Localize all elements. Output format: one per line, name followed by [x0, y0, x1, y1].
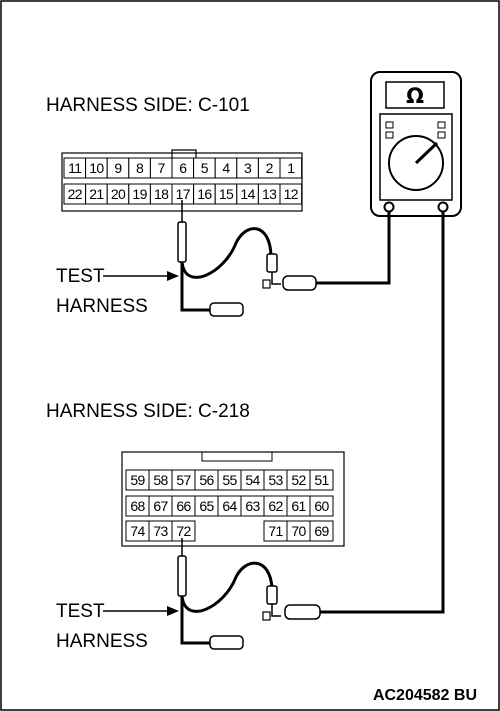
pin-number: 74	[130, 523, 145, 539]
pin-number: 8	[136, 160, 144, 176]
clip-tip-b	[262, 611, 271, 621]
ohmmeter: Ω	[370, 71, 462, 217]
pin-number: 16	[197, 186, 212, 202]
pin-number: 59	[130, 472, 145, 488]
pin-number: 73	[153, 523, 168, 539]
pin-number: 63	[245, 498, 260, 514]
pin-number: 72	[176, 523, 191, 539]
harness-loop-a	[180, 227, 273, 279]
clip-jaw-b	[271, 604, 281, 617]
pin-number: 55	[222, 472, 237, 488]
meter-button-icon	[385, 121, 394, 129]
pin-cell	[309, 520, 334, 542]
figure-code: AC204582 BU	[373, 687, 477, 704]
test-harness-label-b-line2: HARNESS	[56, 631, 148, 652]
pin-cell	[171, 520, 196, 542]
clip-jaw-a	[271, 272, 281, 285]
pin-number: 66	[176, 498, 191, 514]
meter-button-icon	[437, 121, 446, 129]
pin-number: 17	[176, 186, 191, 202]
meter-button-icon	[437, 131, 446, 139]
ohm-icon: Ω	[406, 84, 424, 108]
harness-lead-b	[180, 596, 210, 645]
meter-lead-b	[320, 212, 445, 614]
meter-button-icon	[385, 131, 394, 139]
meter-display	[385, 81, 445, 109]
connector-b: 59 58 57 56 55 54 53 52 51 68 67 66 65 64 63 62 61 60 74 73…	[121, 451, 345, 547]
connector-b-title: HARNESS SIDE: C-218	[46, 401, 250, 422]
harness-loop-b	[180, 561, 274, 613]
pin-number: 10	[89, 160, 104, 176]
pin-number: 51	[314, 472, 329, 488]
pin-number: 53	[268, 472, 283, 488]
callout-arrow-icon	[167, 606, 179, 616]
female-terminal-a	[209, 302, 244, 317]
test-harness-label-a-line2: HARNESS	[56, 296, 148, 317]
pin-number: 1	[287, 160, 295, 176]
test-harness-label-b-line1: TEST	[56, 601, 105, 622]
meter-terminal-com-icon	[383, 201, 395, 213]
pin-number: 12	[284, 186, 299, 202]
pin-number: 68	[130, 498, 145, 514]
probe-pin-body-b	[177, 555, 187, 597]
pin-number: 64	[222, 498, 237, 514]
pin-number: 65	[199, 498, 214, 514]
pin-number: 21	[89, 186, 104, 202]
pin-number: 52	[291, 472, 306, 488]
pin-number: 70	[291, 523, 306, 539]
pin-number: 20	[111, 186, 126, 202]
female-terminal-b	[209, 635, 244, 650]
pin-number: 19	[132, 186, 147, 202]
pin-number: 54	[245, 472, 260, 488]
pin-number: 5	[201, 160, 209, 176]
pin-cell	[309, 469, 334, 491]
clip-body-a	[266, 253, 278, 273]
pin-number: 4	[222, 160, 230, 176]
connector-a-latch	[171, 149, 197, 158]
probe-pin-body-a	[177, 221, 187, 263]
test-harness-label-a-line1: TEST	[56, 266, 105, 287]
pin-number: 22	[68, 186, 83, 202]
pin-number: 14	[240, 186, 255, 202]
pin-number: 11	[68, 160, 82, 176]
harness-lead-a	[180, 262, 210, 312]
pin-number: 57	[176, 472, 191, 488]
callout-arrow-icon	[167, 271, 179, 281]
pin-number: 13	[262, 186, 277, 202]
pin-number: 9	[114, 160, 122, 176]
pin-number: 56	[199, 472, 214, 488]
clip-body-b	[266, 585, 278, 605]
pin-number: 60	[314, 498, 329, 514]
pin-cell	[309, 495, 334, 517]
connector-b-latch	[201, 451, 273, 462]
pin-number: 2	[266, 160, 274, 176]
pin-cell	[279, 157, 303, 179]
pin-number: 67	[153, 498, 168, 514]
clip-tip-a	[262, 279, 271, 289]
dial-pointer	[414, 141, 439, 165]
pin-number: 58	[153, 472, 168, 488]
pin-number: 7	[158, 160, 166, 176]
pin-cell	[279, 183, 303, 205]
meter-lead-a	[316, 212, 391, 285]
test-harness-b	[177, 538, 321, 650]
pin-number: 62	[268, 498, 283, 514]
pin-number: 6	[179, 160, 187, 176]
pin-number: 69	[314, 523, 329, 539]
test-harness-a	[177, 200, 317, 317]
pin-number: 18	[154, 186, 169, 202]
meter-plug-a	[282, 275, 317, 291]
pin-number: 15	[219, 186, 234, 202]
meter-terminal-v-icon	[437, 201, 449, 213]
pin-number: 3	[244, 160, 252, 176]
pin-number: 61	[291, 498, 306, 514]
connector-a-title: HARNESS SIDE: C-101	[46, 95, 250, 116]
pin-number: 71	[268, 523, 283, 539]
meter-plug-b	[284, 604, 321, 620]
